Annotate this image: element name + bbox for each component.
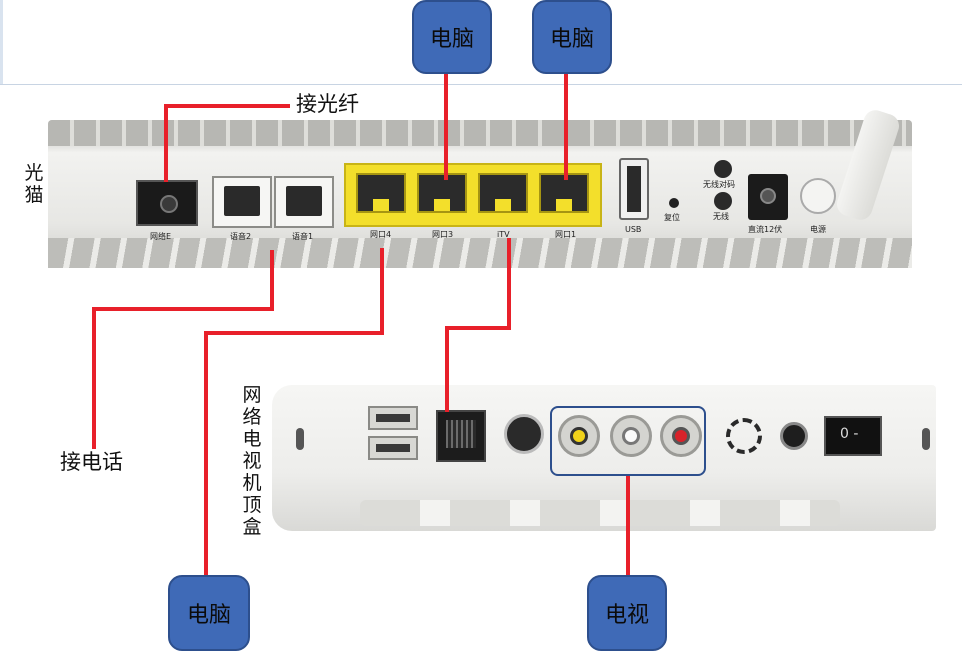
fiber-port [136,180,198,226]
svideo-port [504,414,544,454]
voice1-port-label: 语音1 [292,232,314,241]
usb-port [619,158,649,220]
wire-bottom-pc [204,331,384,335]
dc-jack-label: 直流12伏 [748,225,783,234]
stb-slot [922,428,930,450]
pc-bubble-1: 电脑 [412,0,492,74]
av-port-group [550,406,706,476]
wire-tv [626,476,630,577]
top-divider [0,84,962,85]
modem-vent-bottom [48,238,912,268]
modem-label: 光猫 [24,162,44,206]
lan4-port-label: 网口4 [370,230,392,239]
phone-label: 接电话 [60,450,123,474]
fiber-port-label: 网络E [150,232,172,241]
stb-switch-marks: 0 - [840,426,859,442]
stb-usb-port [368,436,418,460]
wire-itv [445,326,511,330]
stb-power-switch: 0 - [824,416,882,456]
stb-slot [296,428,304,450]
lan3-port [417,173,467,213]
wire-fiber [164,104,290,108]
wire-fiber [164,104,168,182]
voice2-port [212,176,272,228]
usb-port-label: USB [625,225,642,234]
rca-audio-right-port [660,415,702,457]
fiber-label: 接光纤 [296,92,359,116]
wire-phone [270,250,274,310]
pc-bubble-3: 电脑 [168,575,250,651]
voice1-port [274,176,334,228]
rca-video-port [558,415,600,457]
modem-vent-top [48,120,912,146]
wifi-button [714,192,732,210]
wire-top-pc-1 [444,72,448,180]
wire-itv [507,238,511,330]
reset-hole [669,198,679,208]
itv-port-label: iTV [497,230,510,239]
pc-bubble-2: 电脑 [532,0,612,74]
wire-phone [92,307,274,311]
stb-ethernet-port [436,410,486,462]
wire-phone [92,307,96,449]
wps-label: 无线对码 [703,180,735,189]
lan4-port [356,173,406,213]
page-edge [0,0,3,84]
wps-button [714,160,732,178]
stb-dc-jack [780,422,808,450]
stb-label: 网络电视机顶盒 [242,384,262,538]
dc-jack [748,174,788,220]
wire-bottom-pc [380,248,384,334]
wire-top-pc-2 [564,72,568,180]
tv-bubble: 电视 [587,575,667,651]
wifi-label: 无线 [713,212,729,221]
stb-ir-port [726,418,762,454]
itv-port [478,173,528,213]
lan3-port-label: 网口3 [432,230,454,239]
rca-audio-left-port [610,415,652,457]
power-label: 电源 [810,225,826,234]
power-button [800,178,836,214]
reset-label: 复位 [664,213,680,222]
wire-itv [445,326,449,412]
stb-feet [360,500,840,526]
stb-usb-port [368,406,418,430]
voice2-port-label: 语音2 [230,232,252,241]
wire-bottom-pc [204,331,208,577]
lan1-port-label: 网口1 [555,230,577,239]
